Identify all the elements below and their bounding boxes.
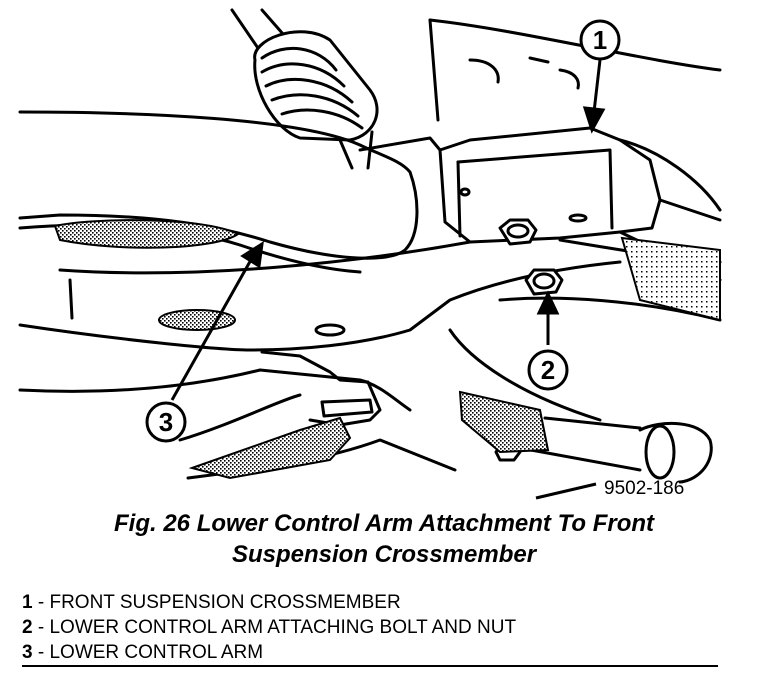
shaded-opening [158,309,236,331]
legend-number: 1 [22,592,33,613]
legend-number: 3 [22,642,33,663]
legend-separator: - [32,592,50,613]
cv-boot [253,30,379,170]
callout-1-leader [582,59,606,134]
callout-number-3: 3 [159,407,173,437]
legend-item: 2 - LOWER CONTROL ARM ATTACHING BOLT AND… [22,615,722,640]
shaded-recess-left [53,219,240,249]
caption-line-1: Fig. 26 Lower Control Arm Attachment To … [114,510,654,537]
shaded-rear-mount [458,390,550,454]
callout-number-1: 1 [593,25,607,55]
callout-marker-3: 3 [145,401,187,443]
legend-separator: - [32,617,50,638]
lower-control-arm [18,110,442,274]
callout-3-leader [170,241,264,401]
wheel-hub [518,416,713,484]
legend-number: 2 [22,617,33,638]
bottom-rule [22,665,718,667]
shaded-frame-rail [620,236,721,322]
crossmember-hole [459,187,471,197]
body-panel [428,18,722,122]
upper-bolt-nut [498,218,538,246]
legend-label: LOWER CONTROL ARM ATTACHING BOLT AND NUT [49,617,517,638]
callout-marker-1: 1 [579,19,621,61]
rear-bracket [178,350,457,480]
crossmember [18,126,722,422]
figure-caption: Fig. 26 Lower Control Arm Attachment To … [0,508,768,570]
crossmember-illustration: 1 2 3 9502-186 [18,8,722,500]
figure-code-leader [535,482,597,500]
callout-2-leader [536,290,560,345]
crossmember-hole [568,213,588,223]
figure-code: 9502-186 [604,478,684,499]
legend-separator: - [32,642,50,663]
legend-item: 1 - FRONT SUSPENSION CROSSMEMBER [22,590,722,615]
callout-number-2: 2 [541,355,555,385]
legend-label: LOWER CONTROL ARM [49,642,264,663]
shaded-bracket-face [188,416,352,480]
crossmember-hole [314,323,346,337]
caption-line-2: Suspension Crossmember [231,541,537,568]
legend-item: 3 - LOWER CONTROL ARM [22,640,722,665]
attaching-bolt-nut [524,268,564,296]
callout-marker-2: 2 [527,349,569,391]
legend-label: FRONT SUSPENSION CROSSMEMBER [49,592,401,613]
callout-legend: 1 - FRONT SUSPENSION CROSSMEMBER 2 - LOW… [22,590,722,665]
